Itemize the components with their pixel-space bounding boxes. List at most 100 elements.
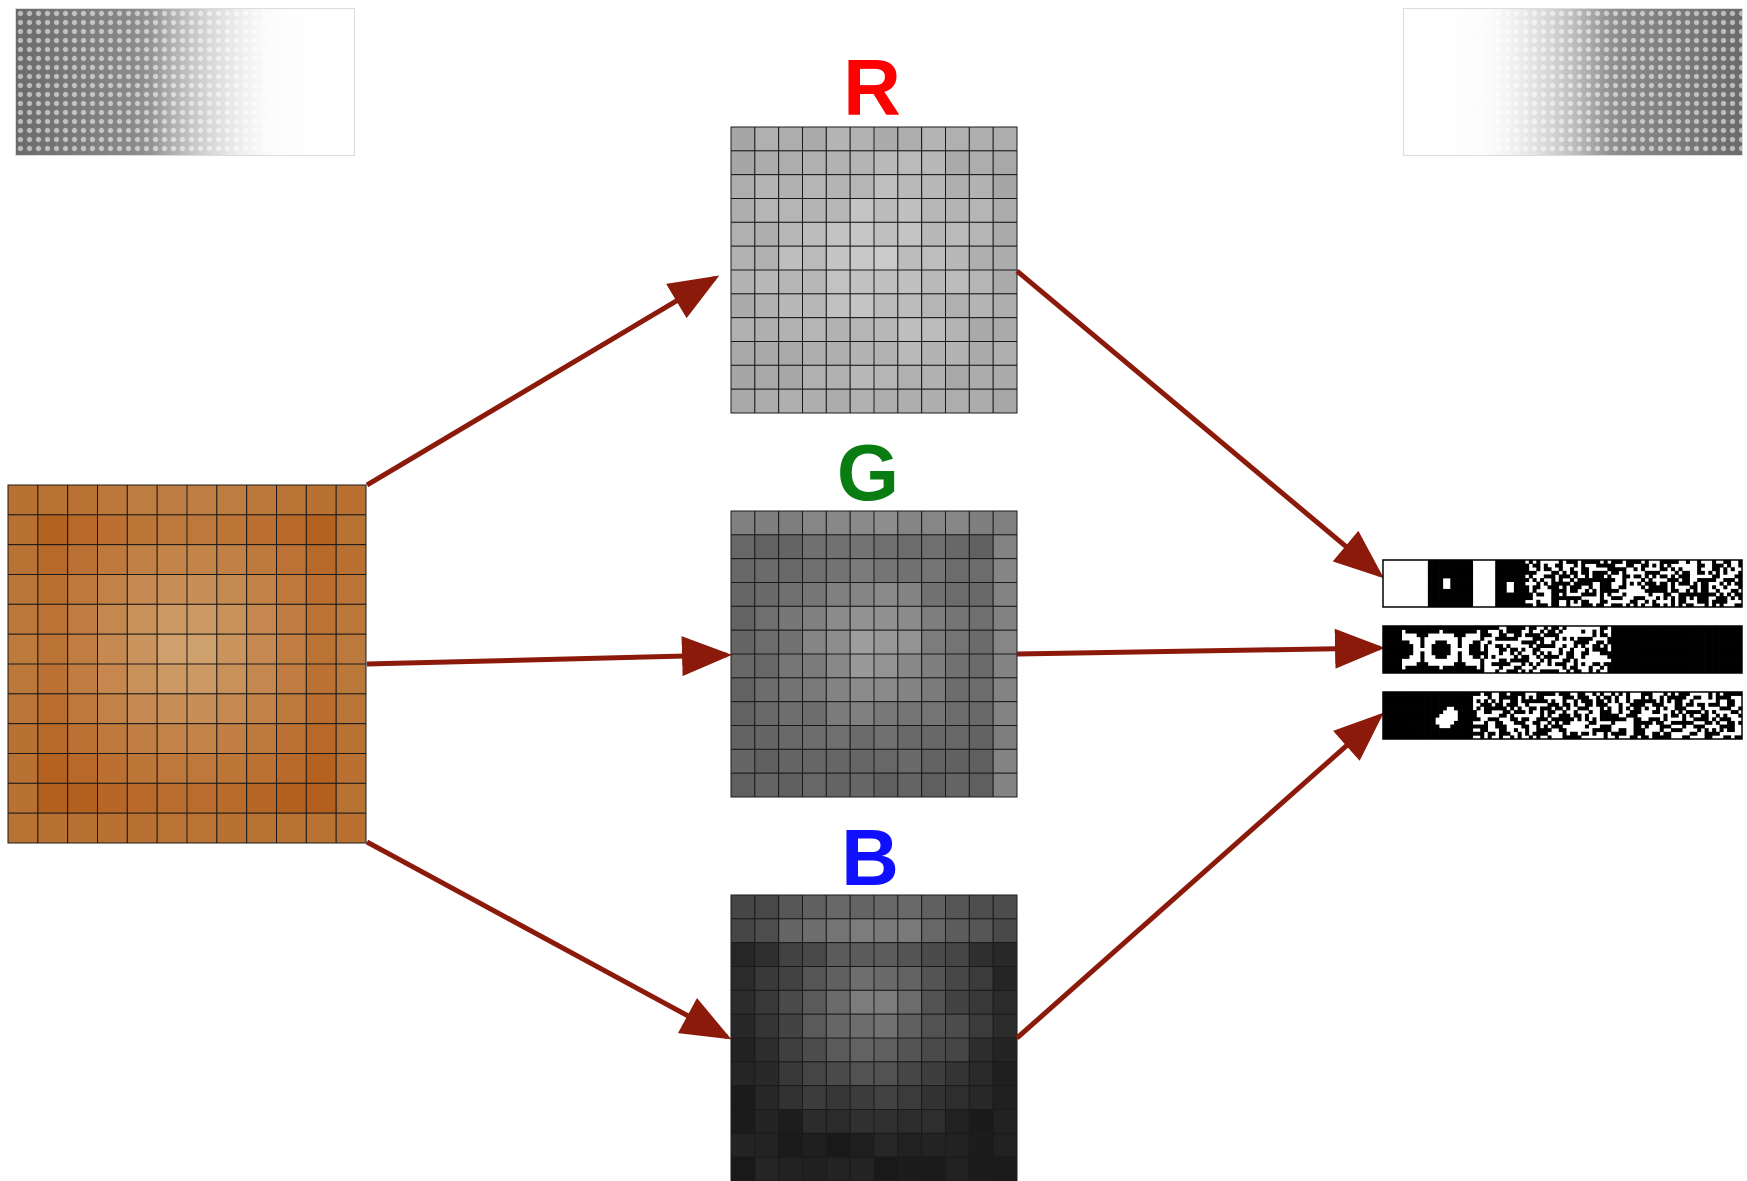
strip-pixel — [1652, 644, 1657, 648]
strip-pixel — [1405, 720, 1410, 725]
strip-pixel — [1648, 658, 1653, 663]
strip-pixel — [1641, 644, 1646, 648]
strip-pixel — [1663, 724, 1668, 729]
strip-pixel — [1599, 699, 1604, 704]
strip-pixel — [1498, 596, 1503, 601]
grid-cell — [849, 966, 875, 991]
strip-pixel — [1528, 695, 1533, 700]
strip-pixel — [1659, 735, 1664, 740]
strip-pixel — [1708, 662, 1713, 667]
strip-pixel — [1401, 644, 1406, 648]
strip-pixel — [1525, 592, 1530, 597]
grid-cell — [849, 942, 875, 967]
grid-cell — [873, 1132, 899, 1158]
strip-pixel — [1435, 713, 1440, 718]
grid-cell — [968, 725, 994, 750]
strip-pixel — [1435, 731, 1440, 736]
strip-pixel — [1427, 713, 1432, 718]
grid-cell — [730, 748, 756, 774]
strip-pixel — [1652, 702, 1657, 707]
strip-pixel — [1659, 629, 1664, 634]
strip-pixel — [1719, 633, 1724, 638]
strip-pixel — [1487, 717, 1492, 722]
strip-pixel — [1536, 692, 1541, 696]
strip-pixel — [1603, 644, 1608, 648]
grid-cell — [126, 544, 158, 575]
strip-pixel — [1420, 724, 1425, 729]
grid-cell — [186, 782, 218, 814]
grid-cell — [778, 364, 803, 390]
strip-pixel — [1592, 728, 1597, 733]
strip-pixel — [1517, 626, 1522, 630]
strip-pixel — [1626, 651, 1631, 656]
grid-cell — [873, 269, 899, 295]
strip-pixel — [1685, 640, 1690, 645]
arrow-source-to-g — [366, 636, 732, 677]
strip-pixel — [1517, 735, 1522, 740]
strip-pixel — [1498, 585, 1503, 590]
grid-cell — [921, 582, 946, 607]
strip-pixel — [1674, 640, 1679, 645]
grid-cell — [730, 1109, 756, 1134]
strip-pixel — [1551, 603, 1556, 608]
strip-pixel — [1588, 665, 1593, 670]
grid-cell — [968, 269, 994, 295]
strip-pixel — [1700, 724, 1705, 729]
grid-cell — [754, 1085, 780, 1111]
strip-pixel — [1569, 570, 1575, 575]
strip-pixel — [1569, 636, 1575, 641]
grid-cell — [730, 989, 756, 1015]
strip-pixel — [1502, 647, 1507, 652]
grid-cell — [921, 1156, 946, 1181]
strip-pixel — [1420, 629, 1425, 634]
grid-cell — [305, 812, 337, 844]
strip-pixel — [1450, 702, 1455, 707]
strip-pixel — [1641, 728, 1646, 733]
strip-pixel — [1510, 567, 1515, 572]
strip-pixel — [1476, 654, 1481, 659]
strip-pixel — [1420, 695, 1425, 700]
grid-cell — [754, 245, 780, 271]
strip-pixel — [1652, 662, 1657, 667]
strip-pixel — [1667, 654, 1672, 659]
grid-cell — [873, 677, 899, 703]
strip-pixel — [1685, 574, 1690, 579]
strip-pixel — [1454, 665, 1459, 670]
strip-pixel — [1712, 717, 1717, 722]
strip-pixel — [1424, 706, 1429, 711]
grid-cell — [186, 574, 218, 605]
strip-pixel — [1442, 702, 1447, 707]
strip-pixel — [1648, 644, 1653, 648]
strip-pixel — [1427, 699, 1432, 704]
strip-pixel — [1435, 728, 1440, 733]
strip-pixel — [1607, 710, 1612, 714]
strip-pixel — [1469, 713, 1474, 718]
strip-pixel — [1622, 570, 1627, 575]
strip-pixel — [1674, 560, 1679, 564]
strip-pixel — [1670, 581, 1675, 586]
strip-pixel — [1618, 669, 1623, 674]
strip-pixel — [1521, 654, 1526, 659]
strip-pixel — [1502, 706, 1507, 711]
strip-pixel — [1461, 588, 1466, 593]
strip-pixel — [1682, 669, 1687, 674]
grid-cell — [778, 1085, 803, 1111]
grid-cell — [126, 514, 158, 546]
grid-cell — [730, 269, 756, 295]
strip-pixel — [1502, 596, 1507, 601]
strip-pixel — [1727, 581, 1732, 586]
strip-pixel — [1603, 695, 1608, 700]
strip-pixel — [1465, 570, 1470, 575]
strip-pixel — [1637, 560, 1642, 564]
strip-pixel — [1424, 735, 1429, 740]
strip-pixel — [1723, 644, 1728, 648]
strip-pixel — [1439, 640, 1444, 645]
strip-pixel — [1480, 633, 1485, 638]
strip-pixel — [1674, 665, 1679, 670]
grid-cell — [216, 603, 248, 635]
grid-cell — [156, 693, 188, 725]
strip-pixel — [1603, 651, 1608, 656]
strip-pixel — [1562, 695, 1567, 700]
grid-cell — [335, 723, 367, 754]
strip-pixel — [1719, 599, 1724, 604]
